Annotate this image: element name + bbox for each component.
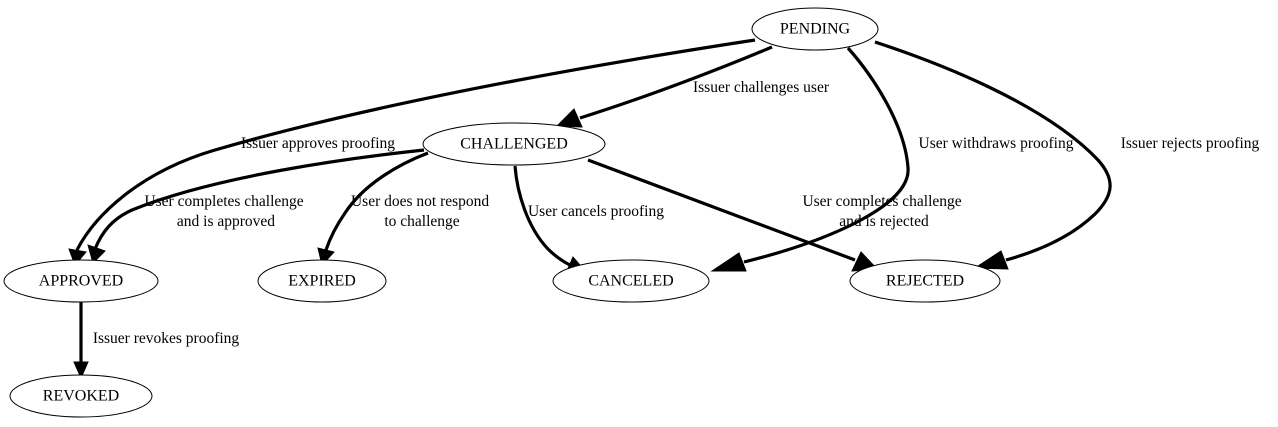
edge-challenged-rejected-label: User completes challenge and is rejected <box>802 193 965 230</box>
edge-pending-canceled-label: User withdraws proofing <box>919 135 1074 152</box>
edge-challenged-approved[interactable]: User completes challenge and is approved <box>87 148 425 264</box>
edge-pending-approved[interactable]: Issuer approves proofing <box>68 38 756 266</box>
edge-pending-rejected-label: Issuer rejects proofing <box>1121 135 1260 152</box>
edge-pending-challenged[interactable]: Issuer challenges user <box>555 45 830 128</box>
node-approved[interactable]: APPROVED <box>3 259 159 303</box>
node-pending-label: PENDING <box>780 21 851 38</box>
edge-challenged-expired-path <box>324 151 429 251</box>
edge-pending-challenged-arrowhead <box>555 108 583 128</box>
node-canceled-label: CANCELED <box>588 273 673 290</box>
node-expired[interactable]: EXPIRED <box>257 259 387 303</box>
edge-pending-challenged-path <box>579 45 773 120</box>
edge-challenged-approved-path <box>93 148 425 250</box>
node-challenged-label: CHALLENGED <box>460 136 568 153</box>
edge-pending-rejected[interactable]: Issuer rejects proofing <box>874 40 1260 270</box>
node-approved-label: APPROVED <box>39 273 123 290</box>
edge-challenged-approved-label: User completes challenge and is approved <box>144 193 307 230</box>
node-canceled-shape <box>552 259 710 303</box>
edge-challenged-canceled-path <box>513 165 571 267</box>
edge-pending-canceled[interactable]: User withdraws proofing <box>710 46 1074 272</box>
edge-challenged-canceled-label: User cancels proofing <box>528 203 664 220</box>
edge-challenged-expired[interactable]: User does not respond to challenge <box>317 151 493 267</box>
node-rejected-label: REJECTED <box>886 273 964 290</box>
edge-pending-challenged-label: Issuer challenges user <box>693 79 830 96</box>
node-pending-shape <box>751 7 879 51</box>
edge-pending-approved-label: Issuer approves proofing <box>241 135 395 152</box>
node-expired-shape <box>257 259 387 303</box>
edge-challenged-rejected-path <box>587 158 856 262</box>
node-challenged[interactable]: CHALLENGED <box>422 122 606 166</box>
edge-pending-canceled-arrowhead <box>710 252 747 272</box>
node-canceled[interactable]: CANCELED <box>552 259 710 303</box>
node-pending[interactable]: PENDING <box>751 7 879 51</box>
edge-challenged-expired-label: User does not respond to challenge <box>351 193 493 230</box>
node-rejected[interactable]: REJECTED <box>849 259 1001 303</box>
node-revoked[interactable]: REVOKED <box>9 374 153 418</box>
node-approved-shape <box>3 259 159 303</box>
edge-approved-revoked[interactable]: Issuer revokes proofing <box>73 302 240 380</box>
edge-pending-approved-path <box>75 38 756 251</box>
edge-challenged-canceled[interactable]: User cancels proofing <box>513 165 664 274</box>
edge-pending-approved-arrowhead <box>68 248 87 266</box>
node-revoked-shape <box>9 374 153 418</box>
edge-approved-revoked-label: Issuer revokes proofing <box>93 330 240 347</box>
edge-pending-rejected-arrowhead <box>973 250 1009 270</box>
edge-pending-rejected-path <box>874 40 1112 262</box>
edge-approved-revoked-arrowhead <box>73 361 89 380</box>
node-revoked-label: REVOKED <box>43 388 119 405</box>
edge-challenged-approved-arrowhead <box>87 244 106 264</box>
node-rejected-shape <box>849 259 1001 303</box>
edge-pending-canceled-path <box>743 46 910 264</box>
node-expired-label: EXPIRED <box>288 273 356 290</box>
node-challenged-shape <box>422 122 606 166</box>
